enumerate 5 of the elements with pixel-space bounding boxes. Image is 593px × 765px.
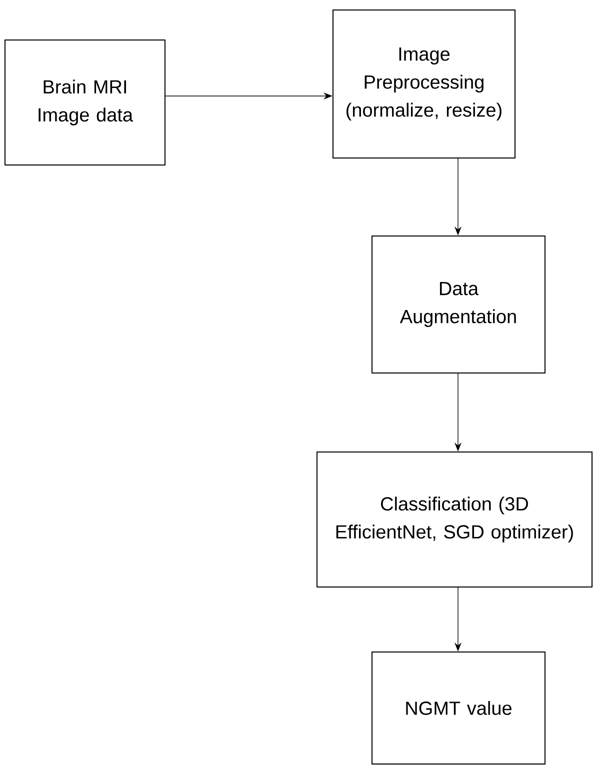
process-box: Classification (3D EfficientNet, SGD optimizer) [316, 452, 592, 588]
process-box: Data Augmentation [372, 236, 546, 374]
process-box: Image Preprocessing (normalize, resize) [332, 10, 516, 158]
process-box: Brain MRI Image data [4, 40, 166, 166]
process-box: NGMT value [372, 652, 546, 764]
